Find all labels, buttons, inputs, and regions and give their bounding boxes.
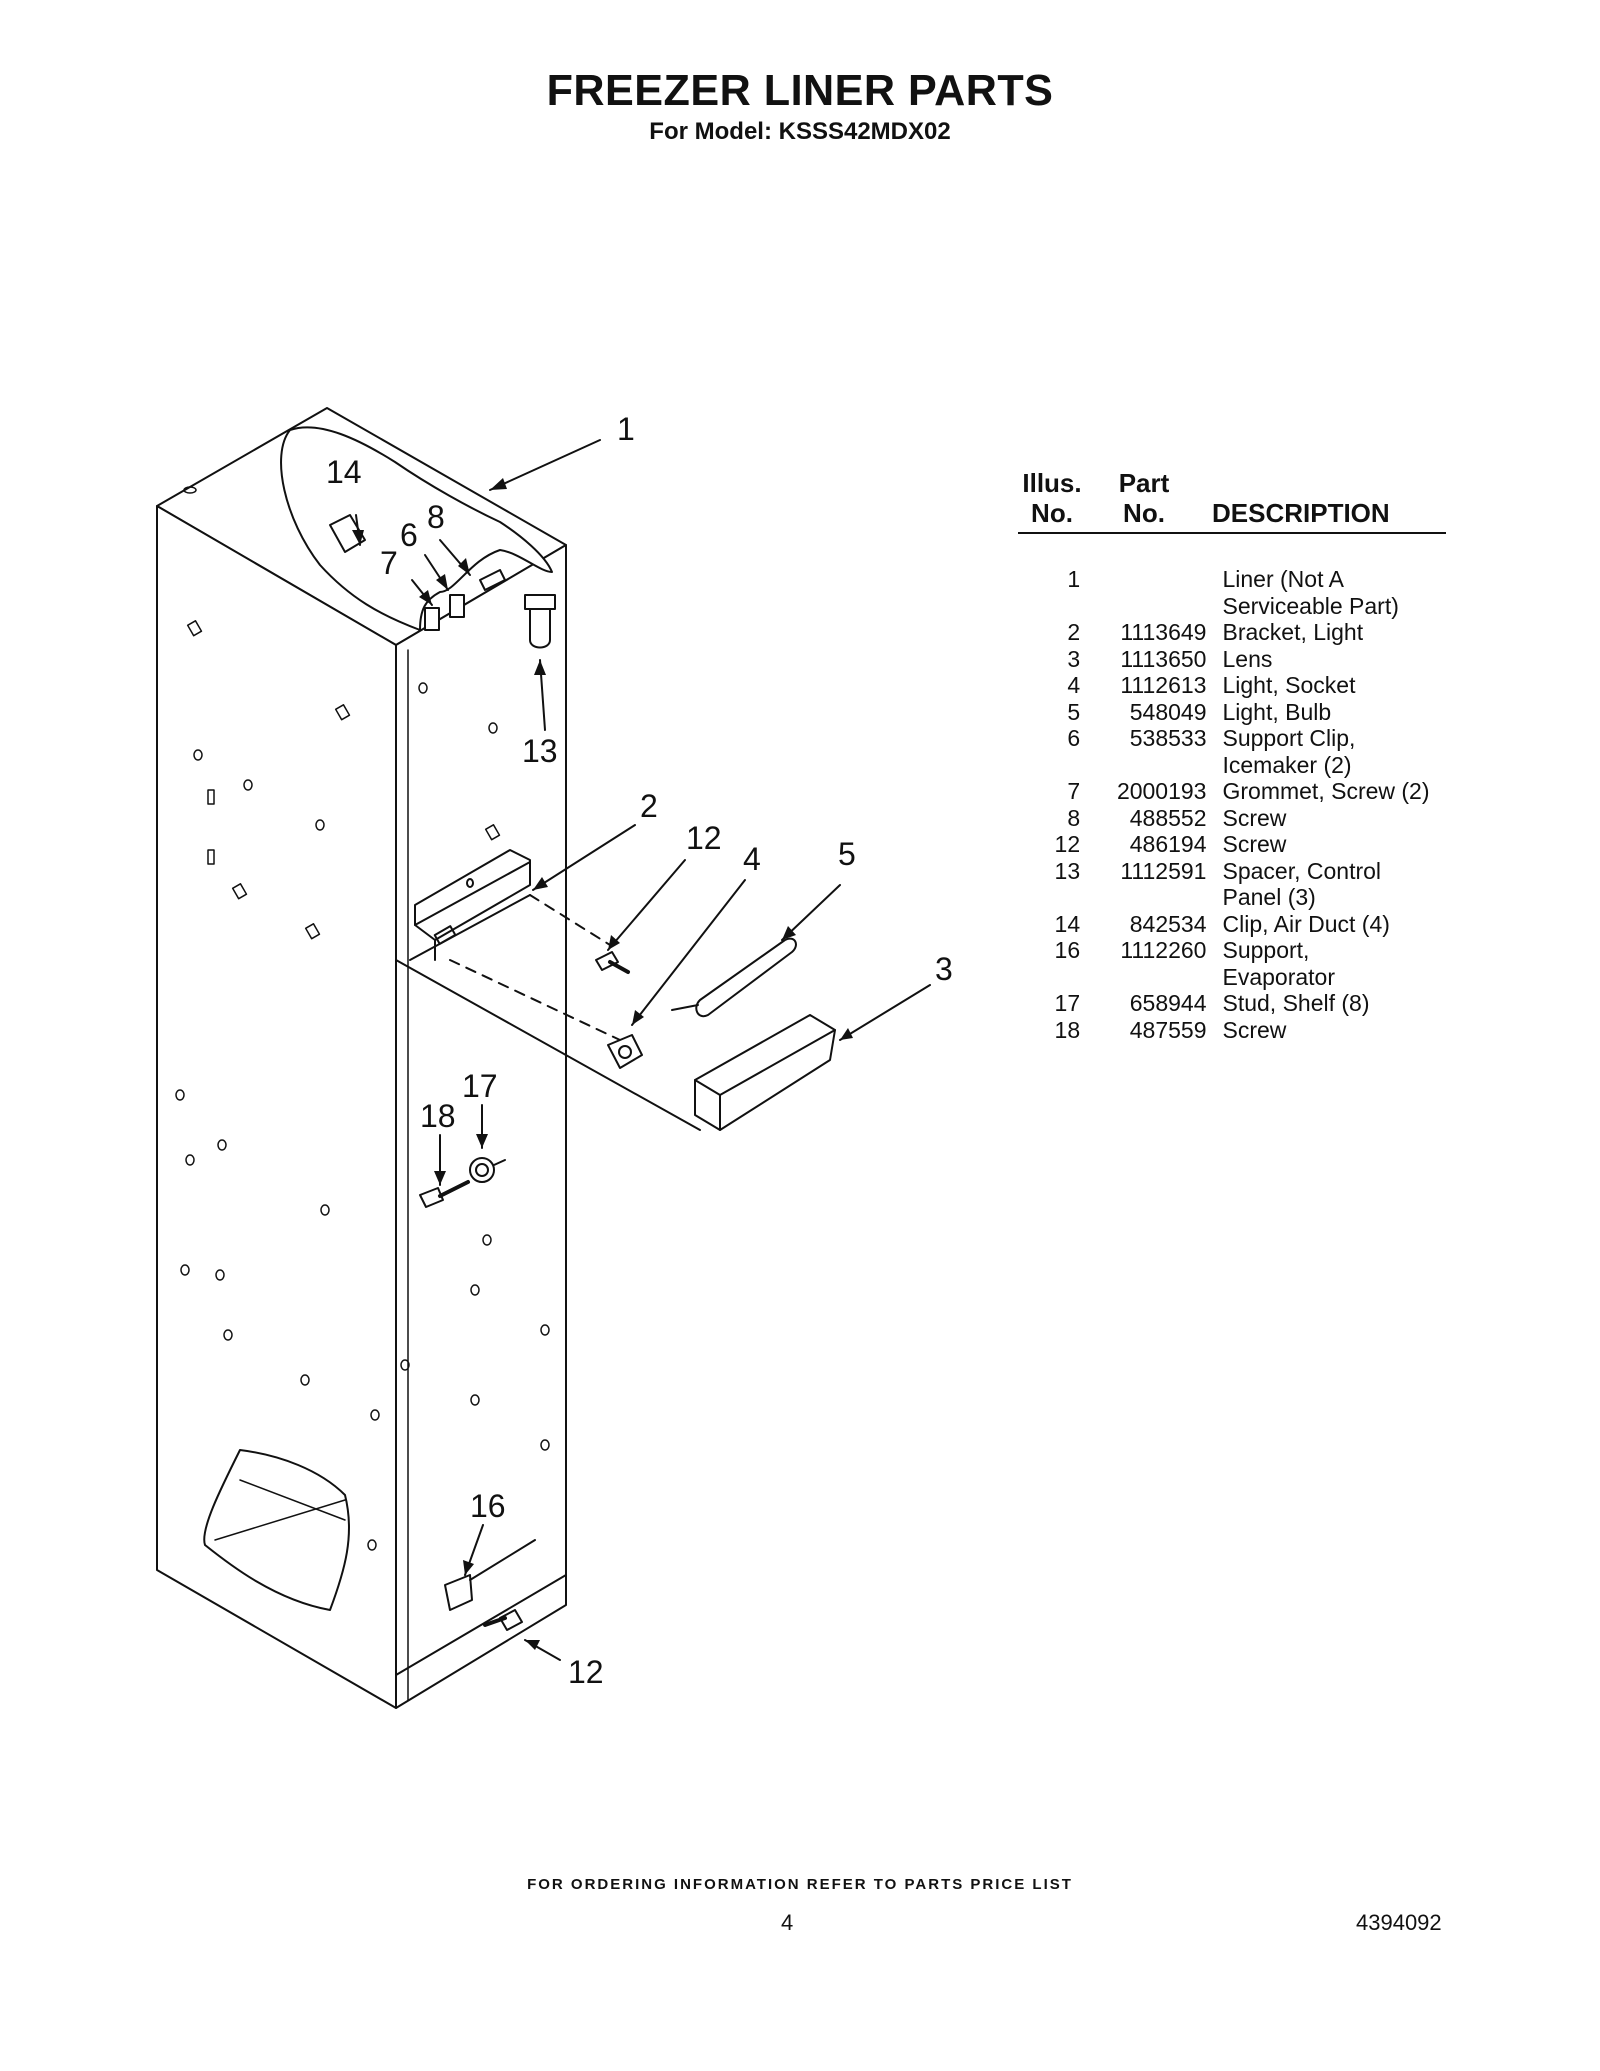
callout-18: 18: [420, 1098, 456, 1134]
callout-1: 1: [617, 411, 635, 447]
screw-8: [479, 569, 506, 591]
table-row: 6 538533 Support Clip, Icemaker (2): [1016, 725, 1446, 778]
light-lens: [694, 1014, 836, 1131]
illus-number: 8: [1067, 804, 1081, 831]
illus-number: 18: [1054, 1016, 1081, 1043]
illus-number: 13: [1054, 857, 1081, 884]
illus-number: 1: [1067, 566, 1081, 592]
illus-number: 3: [1067, 645, 1081, 672]
part-number: 488552: [1129, 804, 1207, 831]
screw-12-lower: [483, 1609, 523, 1631]
control-spacer: [524, 594, 556, 649]
callout-6: 6: [400, 517, 418, 553]
light-bulb: [671, 937, 797, 1018]
parts-table: Illus. No. Part No. DESCRIPTION 1 Liner (…: [1016, 468, 1446, 1043]
illus-number: 6: [1067, 725, 1081, 751]
description-header: DESCRIPTION: [1212, 498, 1390, 528]
part-number: 486194: [1129, 831, 1207, 857]
part-number: 842534: [1129, 910, 1207, 937]
part-description: Grommet, Screw (2): [1222, 778, 1430, 804]
table-row: 7 2000193 Grommet, Screw (2): [1016, 778, 1446, 805]
illus-no-header: Illus. No.: [1022, 468, 1082, 528]
illus-number: 17: [1054, 990, 1081, 1016]
part-description: Light, Bulb: [1222, 698, 1332, 725]
freezer-liner: [156, 407, 567, 1709]
table-row: 17 658944 Stud, Shelf (8): [1016, 990, 1446, 1017]
part-description: Screw: [1222, 804, 1287, 831]
illus-number: 2: [1067, 619, 1081, 645]
light-bracket: [409, 849, 531, 961]
part-number: [1080, 566, 1206, 619]
part-number: 1113650: [1120, 645, 1207, 672]
part-description: Screw: [1222, 831, 1287, 857]
callout-7: 7: [380, 545, 398, 581]
shelf-stud: [469, 1157, 506, 1183]
callout-13: 13: [522, 733, 558, 769]
table-row: 18 487559 Screw: [1016, 1017, 1446, 1044]
callout-4: 4: [743, 841, 761, 877]
part-number: 1112591: [1120, 857, 1207, 884]
callout-2: 2: [640, 788, 658, 824]
part-no-header: Part No.: [1118, 468, 1170, 528]
illus-number: 12: [1054, 831, 1081, 857]
illus-number: 5: [1067, 698, 1081, 725]
light-socket: [607, 1034, 643, 1069]
screw-12-upper: [595, 951, 630, 974]
table-row: 12 486194 Screw: [1016, 831, 1446, 858]
table-row: 14 842534 Clip, Air Duct (4): [1016, 911, 1446, 938]
callout-8: 8: [427, 499, 445, 535]
part-number: 487559: [1129, 1016, 1207, 1043]
part-description: Lens: [1222, 645, 1273, 672]
table-row: 3 1113650 Lens: [1016, 646, 1446, 673]
part-number: 1112260: [1120, 937, 1207, 963]
callout-5: 5: [838, 836, 856, 872]
support-clips: [424, 594, 465, 631]
table-row: 16 1112260 Support, Evaporator: [1016, 937, 1446, 990]
callout-14: 14: [326, 454, 362, 490]
header-rule: [1018, 532, 1446, 534]
illus-number: 7: [1067, 778, 1081, 804]
illus-number: 4: [1067, 672, 1081, 698]
ordering-note: FOR ORDERING INFORMATION REFER TO PARTS …: [527, 1876, 1073, 1893]
part-description: Support Clip, Icemaker (2): [1222, 725, 1356, 778]
document-number: 4394092: [1356, 1910, 1442, 1935]
part-number: 548049: [1129, 698, 1207, 725]
part-description: Spacer, Control Panel (3): [1222, 857, 1382, 911]
part-description: Bracket, Light: [1222, 619, 1364, 645]
part-number: 658944: [1129, 990, 1207, 1016]
illus-number: 16: [1054, 937, 1081, 963]
screw-18: [419, 1180, 470, 1208]
part-description: Clip, Air Duct (4): [1222, 910, 1390, 937]
part-number: 1113649: [1120, 619, 1207, 645]
callout-16: 16: [470, 1488, 506, 1524]
part-description: Stud, Shelf (8): [1222, 990, 1370, 1016]
table-row: 5 548049 Light, Bulb: [1016, 699, 1446, 726]
callout-17: 17: [462, 1068, 498, 1104]
air-duct-clip: [329, 514, 366, 553]
part-description: Support, Evaporator: [1222, 937, 1335, 990]
table-row: 13 1112591 Spacer, Control Panel (3): [1016, 858, 1446, 911]
page-number: 4: [781, 1910, 794, 1935]
callout-12-upper: 12: [686, 820, 722, 856]
part-number: 538533: [1129, 725, 1207, 751]
exploded-parts-diagram: 1 14 8 6 7 13 2 12 4 5 3 17 18 16 12: [156, 407, 953, 1709]
callout-3: 3: [935, 951, 953, 987]
illus-number: 14: [1054, 910, 1081, 937]
part-number: 2000193: [1116, 778, 1207, 804]
model-label: For Model: KSSS42MDX02: [649, 118, 951, 145]
part-description: Screw: [1222, 1016, 1287, 1043]
callout-12-lower: 12: [568, 1654, 604, 1690]
parts-table-rows: 1 Liner (Not A Serviceable Part) 2 1113649 B…: [1016, 566, 1446, 1043]
table-row: 2 1113649 Bracket, Light: [1016, 619, 1446, 646]
part-number: 1112613: [1120, 672, 1207, 698]
page-title: FREEZER LINER PARTS: [546, 66, 1054, 115]
table-row: 8 488552 Screw: [1016, 805, 1446, 832]
part-description: Liner (Not A Serviceable Part): [1222, 566, 1399, 619]
part-description: Light, Socket: [1222, 672, 1356, 698]
table-row: 1 Liner (Not A Serviceable Part): [1016, 566, 1446, 619]
evaporator-support: [444, 1539, 536, 1611]
table-row: 4 1112613 Light, Socket: [1016, 672, 1446, 699]
parts-table-header: Illus. No. Part No. DESCRIPTION: [1016, 468, 1446, 530]
